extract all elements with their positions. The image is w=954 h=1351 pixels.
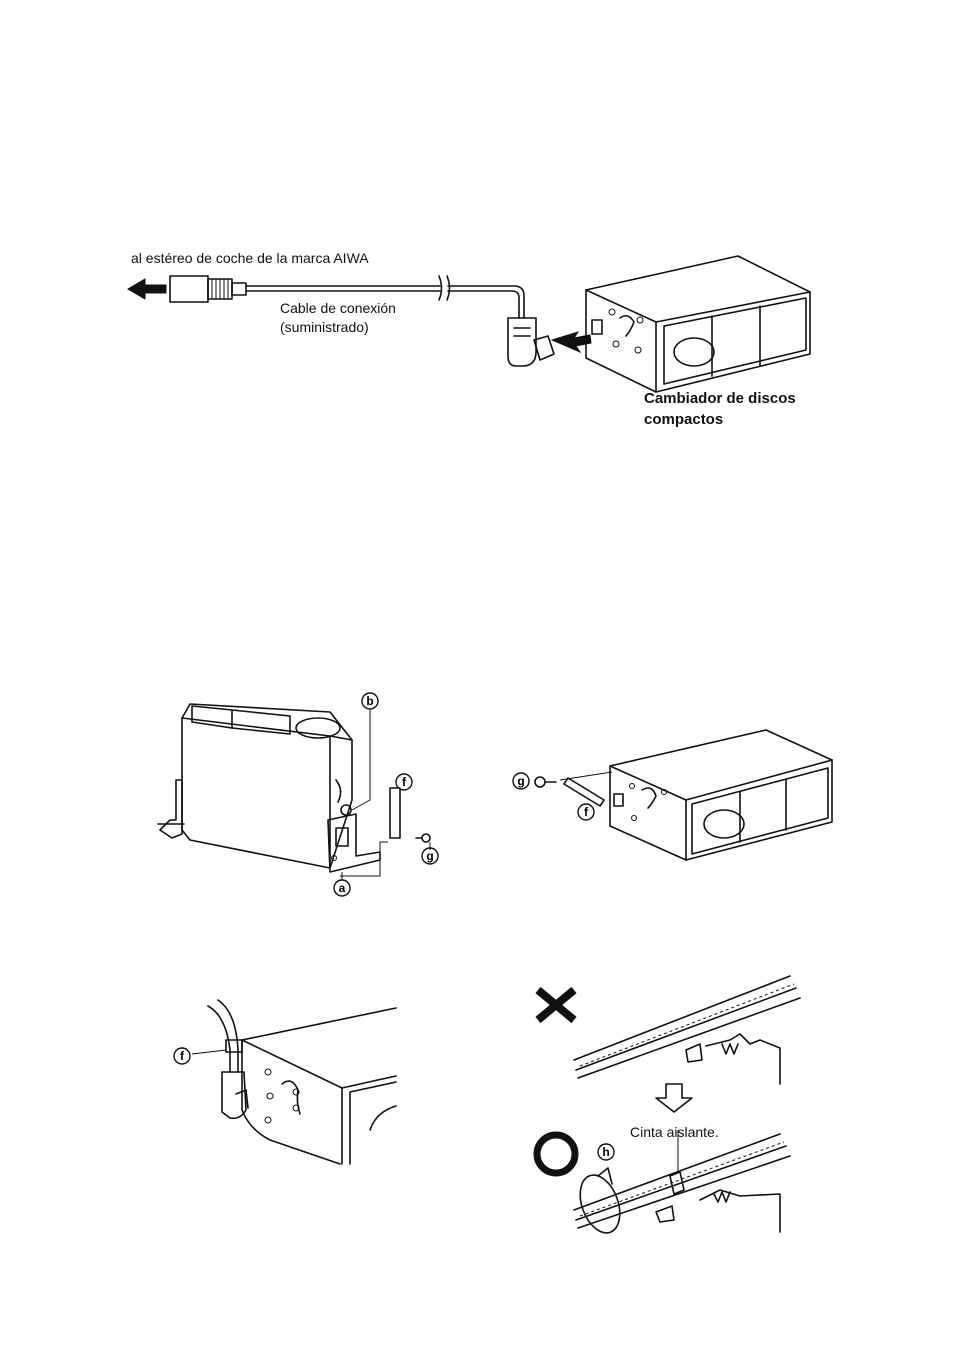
callout-a-text: a xyxy=(339,881,346,895)
callout-h: h xyxy=(598,1144,614,1160)
insert-arrow-icon xyxy=(552,332,591,352)
plug-connector xyxy=(170,276,246,302)
din-plug xyxy=(508,318,554,366)
callout-f-horizontal: f xyxy=(578,804,594,820)
callout-f-text: f xyxy=(180,1049,185,1063)
callout-h-text: h xyxy=(602,1145,609,1159)
callout-g-vertical: g xyxy=(422,848,438,864)
wiring-figure xyxy=(537,976,800,1238)
left-arrow-icon xyxy=(128,279,166,299)
callout-g-horizontal: g xyxy=(513,773,529,789)
down-arrow-icon xyxy=(656,1084,692,1112)
vertical-mount-figure xyxy=(158,704,430,880)
horizontal-mount-figure xyxy=(535,730,832,860)
screw-icon xyxy=(535,777,556,787)
callout-f-vertical: f xyxy=(396,774,412,790)
screw-icon xyxy=(416,834,430,842)
callout-b: b xyxy=(362,693,378,709)
connection-figure xyxy=(128,256,810,392)
cd-changer-unit xyxy=(586,256,810,392)
callout-f-text: f xyxy=(584,805,589,819)
callout-f-clamp: f xyxy=(174,1048,190,1064)
callout-f-text: f xyxy=(402,775,407,789)
callout-b-text: b xyxy=(366,694,373,708)
circle-icon xyxy=(537,1135,575,1173)
cable-clamp-figure xyxy=(192,1000,396,1164)
connection-cable xyxy=(246,276,524,318)
callout-g-text: g xyxy=(426,849,433,863)
cross-icon xyxy=(538,990,574,1020)
callout-g-text: g xyxy=(517,774,524,788)
callout-a: a xyxy=(334,880,350,896)
